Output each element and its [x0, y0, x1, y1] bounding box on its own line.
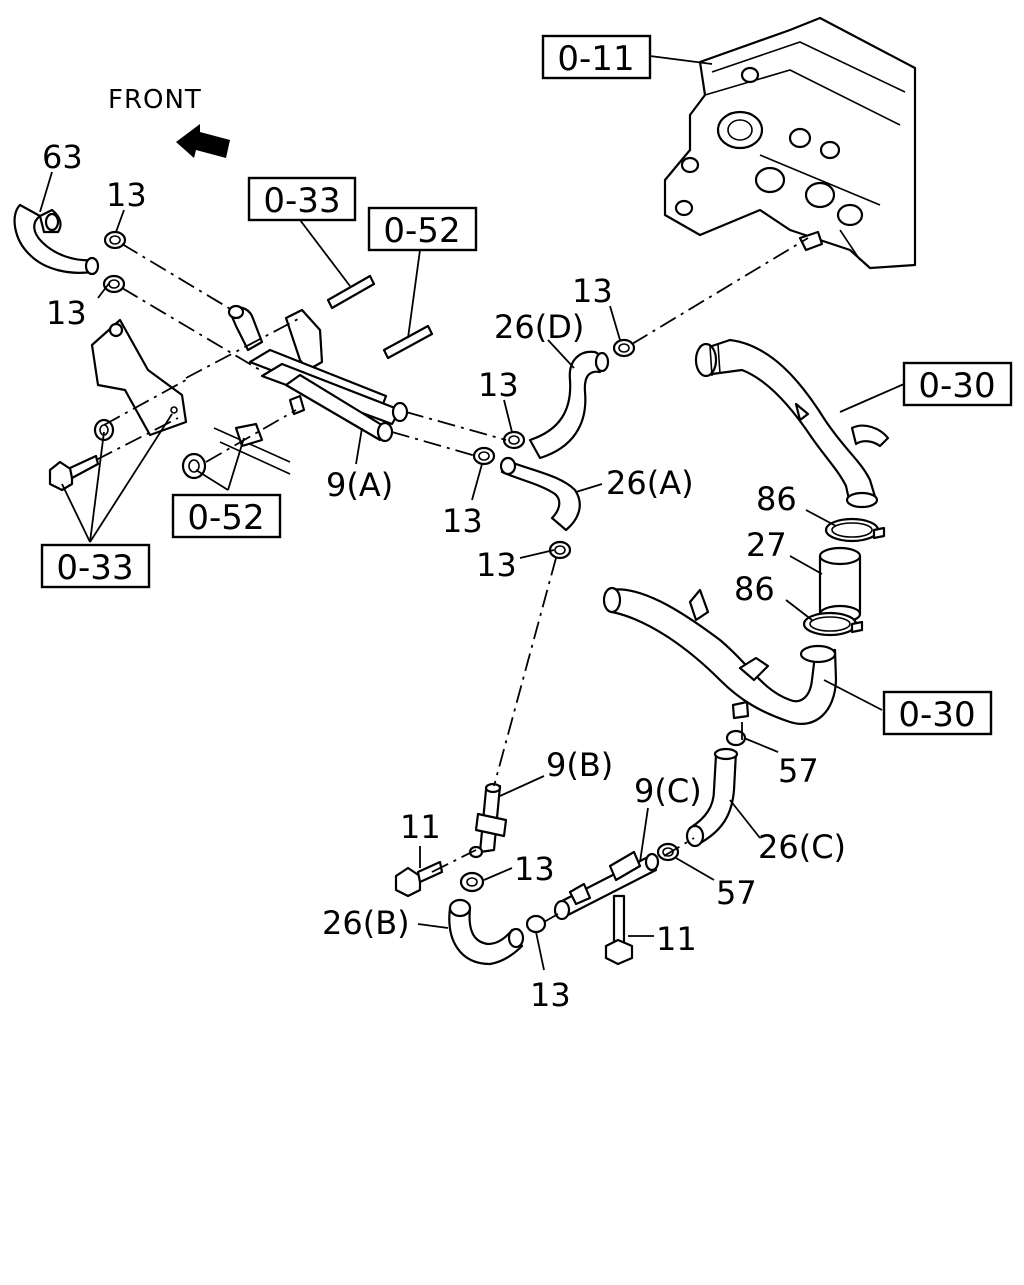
reference-box-0-30-top: 0-30 [902, 361, 1013, 407]
callout-13: 13 [442, 502, 483, 540]
callout-13: 13 [478, 366, 519, 404]
callout-13: 13 [46, 294, 87, 332]
clamp-13-c [612, 338, 636, 358]
reference-box-label: 0-52 [383, 211, 460, 251]
clamp-13-e [472, 446, 496, 466]
reference-box-label: 0-33 [56, 548, 133, 588]
reference-box-0-52-bottom: 0-52 [171, 493, 282, 539]
callout-26b: 26(B) [322, 904, 410, 942]
stud-0-52 [382, 324, 434, 360]
clamp-13-f [548, 540, 572, 560]
leader-lines [39, 55, 905, 971]
engine-block [663, 16, 917, 270]
pipe-0-30-bottom [602, 586, 838, 725]
reference-box-label: 0-30 [898, 695, 975, 735]
pipe-9c [553, 850, 660, 921]
callout-13: 13 [514, 850, 555, 888]
bolt-11-left [394, 860, 444, 898]
hose-27 [818, 546, 862, 624]
callout-26a: 26(A) [606, 464, 694, 502]
front-label: FRONT [108, 85, 202, 115]
callout-9c: 9(C) [634, 772, 702, 810]
bolt-11-right [604, 894, 634, 966]
reference-box-0-33-top: 0-33 [247, 176, 357, 222]
clamp-86-bottom [802, 611, 864, 637]
pipe-0-30-top [694, 338, 890, 509]
reference-box-label: 0-30 [918, 366, 995, 406]
reference-box-0-11: 0-11 [541, 34, 652, 80]
clamp-13-g [459, 871, 485, 893]
hose-26b [448, 906, 524, 966]
reference-box-0-52-top: 0-52 [367, 206, 478, 252]
clamp-13-h [525, 914, 547, 934]
callout-labels: 63 13 13 13 26(D) 13 9(A) 13 26(A) 13 86… [42, 138, 846, 1014]
callout-13: 13 [106, 176, 147, 214]
reference-box-label: 0-52 [187, 498, 264, 538]
clamp-13-b [102, 274, 126, 294]
callout-11: 11 [400, 808, 441, 846]
callout-9b: 9(B) [546, 746, 613, 784]
bolt-left [48, 454, 100, 492]
callout-13: 13 [572, 272, 613, 310]
callout-86: 86 [756, 480, 797, 518]
reference-box-0-33-bottom: 0-33 [40, 543, 151, 589]
callout-26c: 26(C) [758, 828, 846, 866]
reference-box-0-30-bottom: 0-30 [882, 690, 993, 736]
reference-box-label: 0-11 [557, 39, 634, 79]
callout-57: 57 [778, 752, 819, 790]
callout-13: 13 [530, 976, 571, 1014]
stud-0-33 [326, 274, 376, 310]
clamp-86-top [824, 517, 886, 543]
assembly-lines [95, 237, 809, 923]
reference-box-label: 0-33 [263, 181, 340, 221]
callout-57: 57 [716, 874, 757, 912]
front-arrow-icon [176, 124, 230, 158]
clamp-13-a [103, 230, 127, 250]
callout-26d: 26(D) [494, 308, 584, 346]
callout-63: 63 [42, 138, 83, 176]
pipe-9b [468, 782, 508, 859]
hose-26a [500, 458, 581, 532]
callout-9a: 9(A) [326, 466, 393, 504]
bracket-plate [90, 318, 188, 437]
callout-11: 11 [656, 920, 697, 958]
callout-27: 27 [746, 526, 787, 564]
pipe-9a [227, 304, 409, 443]
callout-13: 13 [476, 546, 517, 584]
callout-86: 86 [734, 570, 775, 608]
hose-26d [528, 350, 607, 460]
clamp-57-bottom [656, 842, 680, 862]
clamp-13-d [502, 430, 526, 450]
